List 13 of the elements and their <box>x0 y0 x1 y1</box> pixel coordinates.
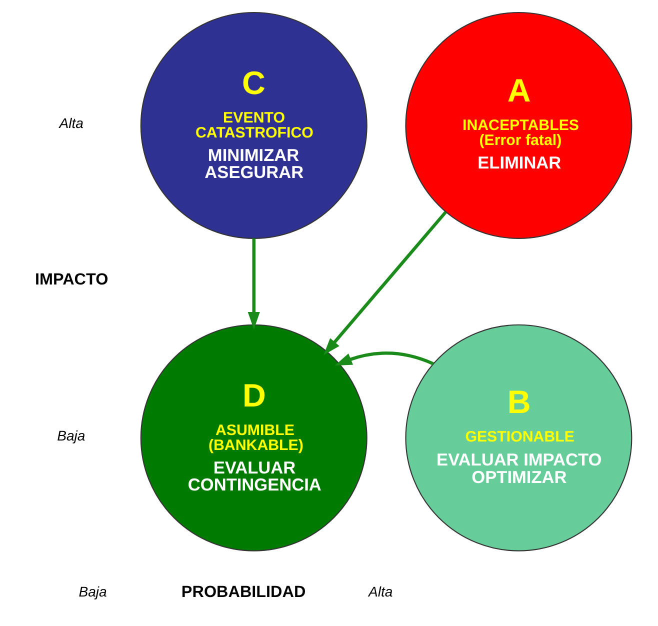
node-circle: D ASUMIBLE (BANKABLE) EVALUAR CONTINGENCIA <box>140 324 368 552</box>
label: Baja <box>57 427 86 444</box>
label: IMPACTO <box>34 270 108 288</box>
label: Baja <box>78 584 107 600</box>
label: Alta <box>59 115 84 132</box>
node-circle: C EVENTO CATASTROFICO MINIMIZAR ASEGURAR <box>140 12 368 239</box>
arrow <box>334 352 434 366</box>
label: Alta <box>368 584 393 600</box>
arrow <box>248 238 260 330</box>
node-circle: B GESTIONABLE EVALUAR IMPACTO OPTIMIZAR <box>405 324 632 552</box>
label: PROBABILIDAD <box>181 582 306 601</box>
arrow <box>324 211 447 356</box>
node-circle: A INACEPTABLES (Error fatal) ELIMINAR <box>405 12 632 239</box>
